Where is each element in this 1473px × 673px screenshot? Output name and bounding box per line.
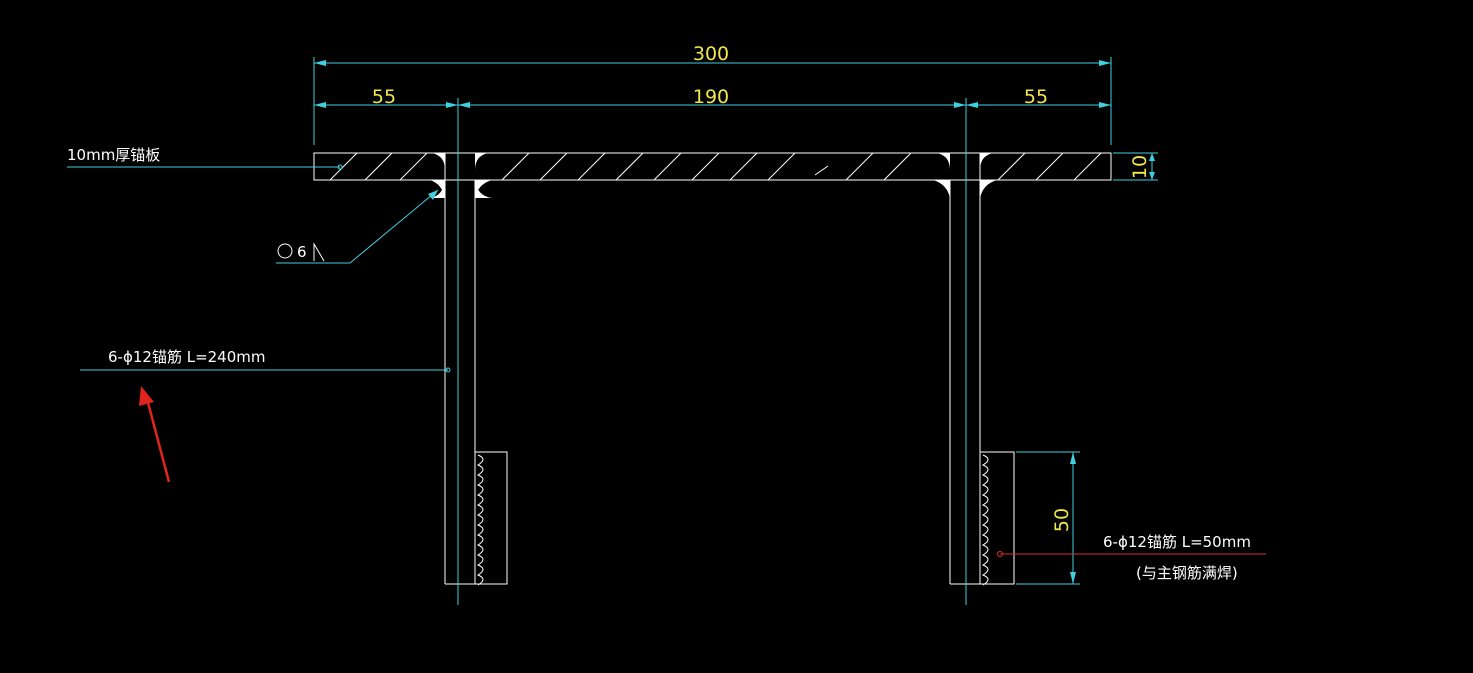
dimension-left-flange-text: 55 [372,86,396,108]
dimension-overall-text: 300 [693,43,729,65]
label-weld: 6 [297,243,307,261]
dimension-segments: 55 190 55 [314,86,1111,150]
dimension-anchor-length-text: 50 [1051,508,1073,532]
label-rebar-short: 6-ϕ12锚筋 L=50mm [1103,533,1251,551]
label-rebar-main: 6-ϕ12锚筋 L=240mm [108,348,266,366]
dimension-overall: 300 [313,43,1112,145]
leader-weld: 6 [276,189,439,264]
red-arrow [139,386,171,483]
rebar-right: 50 [933,145,1080,605]
leader-plate: 10mm厚锚板 [67,146,343,170]
dimension-middle-text: 190 [693,86,729,108]
leader-rebar-short: 6-ϕ12锚筋 L=50mm (与主钢筋满焊) [997,533,1266,582]
label-rebar-short-note: (与主钢筋满焊) [1136,564,1238,582]
dimension-right-flange-text: 55 [1024,86,1048,108]
dimension-thickness-text: 10 [1129,155,1151,179]
label-plate: 10mm厚锚板 [67,146,160,164]
leader-rebar-main: 6-ϕ12锚筋 L=240mm [80,348,451,373]
weld-symbol-circle [277,243,293,259]
rebar-left [430,145,508,605]
